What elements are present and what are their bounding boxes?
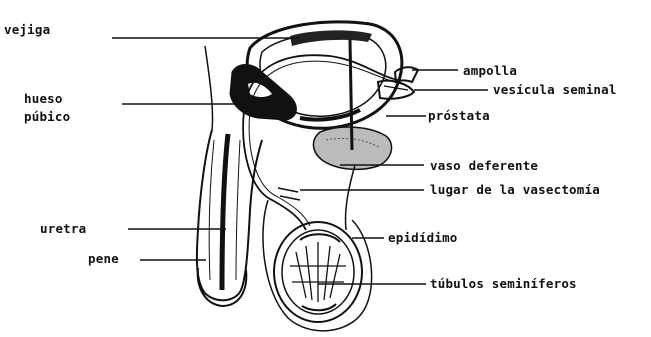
- label-prostata: próstata: [428, 108, 490, 123]
- seminiferous-tubules: [290, 242, 346, 302]
- label-epididimo: epidídimo: [388, 230, 458, 245]
- label-ampolla: ampolla: [463, 63, 517, 78]
- label-pene: pene: [88, 251, 119, 266]
- urethra: [222, 134, 228, 290]
- body-outline: [205, 46, 213, 130]
- label-vesicula-seminal: vesícula seminal: [493, 82, 617, 97]
- label-hueso-line2: púbico: [24, 109, 70, 124]
- label-tubulos-seminiferos: túbulos seminíferos: [430, 276, 577, 291]
- bladder-shading: [290, 30, 372, 46]
- label-hueso-line1: hueso: [24, 91, 63, 106]
- label-lugar-vasectomia: lugar de la vasectomía: [430, 182, 600, 197]
- label-vaso-deferente: vaso deferente: [430, 158, 538, 173]
- label-vejiga: vejiga: [4, 22, 50, 37]
- label-uretra: uretra: [40, 221, 86, 236]
